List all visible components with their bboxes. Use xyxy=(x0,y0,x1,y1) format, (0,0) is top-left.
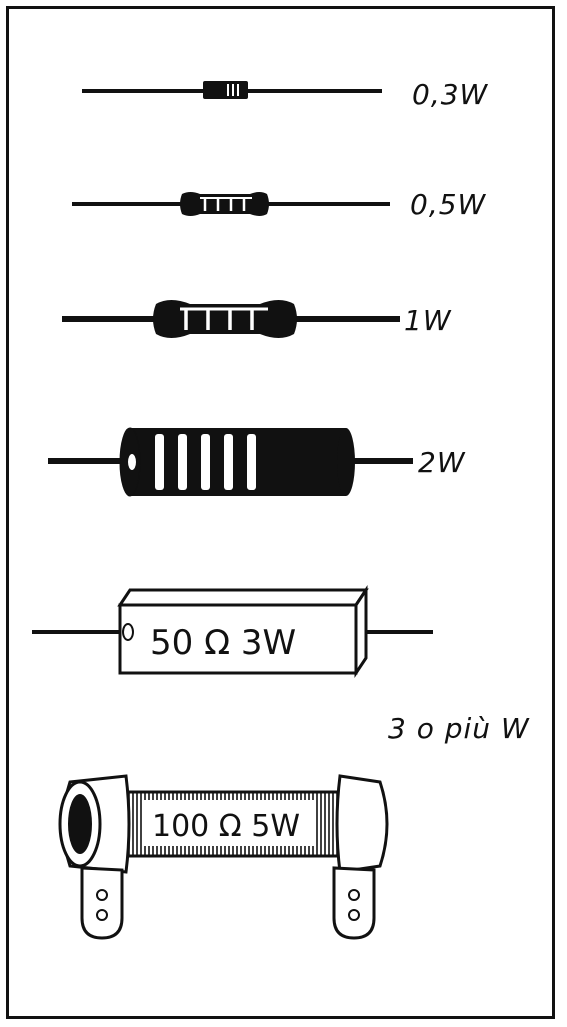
label-3-or-more-w: 3 o più W xyxy=(388,712,530,745)
resistor-0-3w xyxy=(82,81,382,99)
label-2w: 2W xyxy=(418,446,466,479)
resistor-0-5w xyxy=(72,192,390,216)
resistor-5w: 100 Ω 5W xyxy=(58,774,389,940)
label-0-5w: 0,5W xyxy=(410,188,487,221)
resistor-5w-marking: 100 Ω 5W xyxy=(152,809,300,844)
resistor-3w-marking: 50 Ω 3W xyxy=(150,623,296,663)
resistor-1w xyxy=(62,300,400,338)
resistor-3w: 50 Ω 3W xyxy=(32,585,433,678)
label-1w: 1W xyxy=(404,304,452,337)
label-0-3w: 0,3W xyxy=(412,78,489,111)
resistor-2w xyxy=(48,427,413,497)
